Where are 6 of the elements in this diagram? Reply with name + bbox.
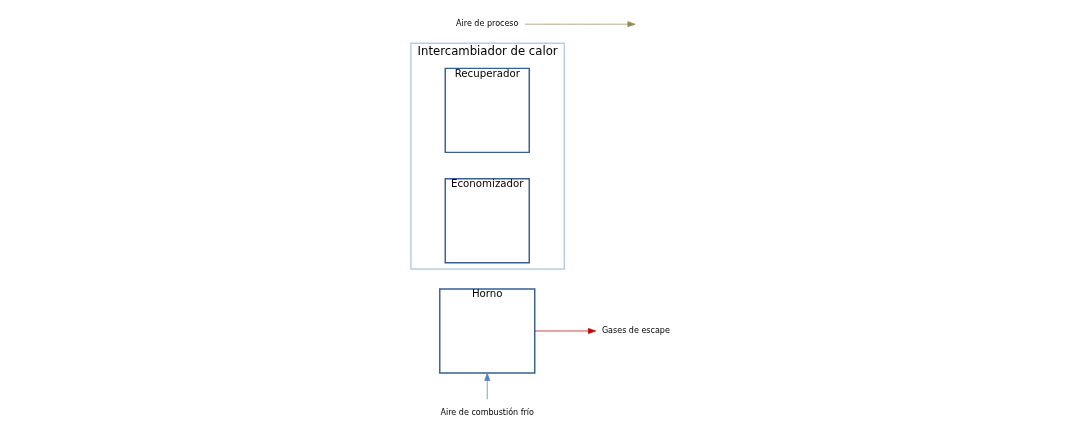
node-box: Horno	[439, 288, 536, 374]
arrow	[534, 328, 597, 334]
node-box: Recuperador	[444, 67, 530, 154]
node-box: Economizador	[444, 177, 530, 264]
arrow	[484, 372, 491, 400]
arrow	[524, 21, 636, 28]
